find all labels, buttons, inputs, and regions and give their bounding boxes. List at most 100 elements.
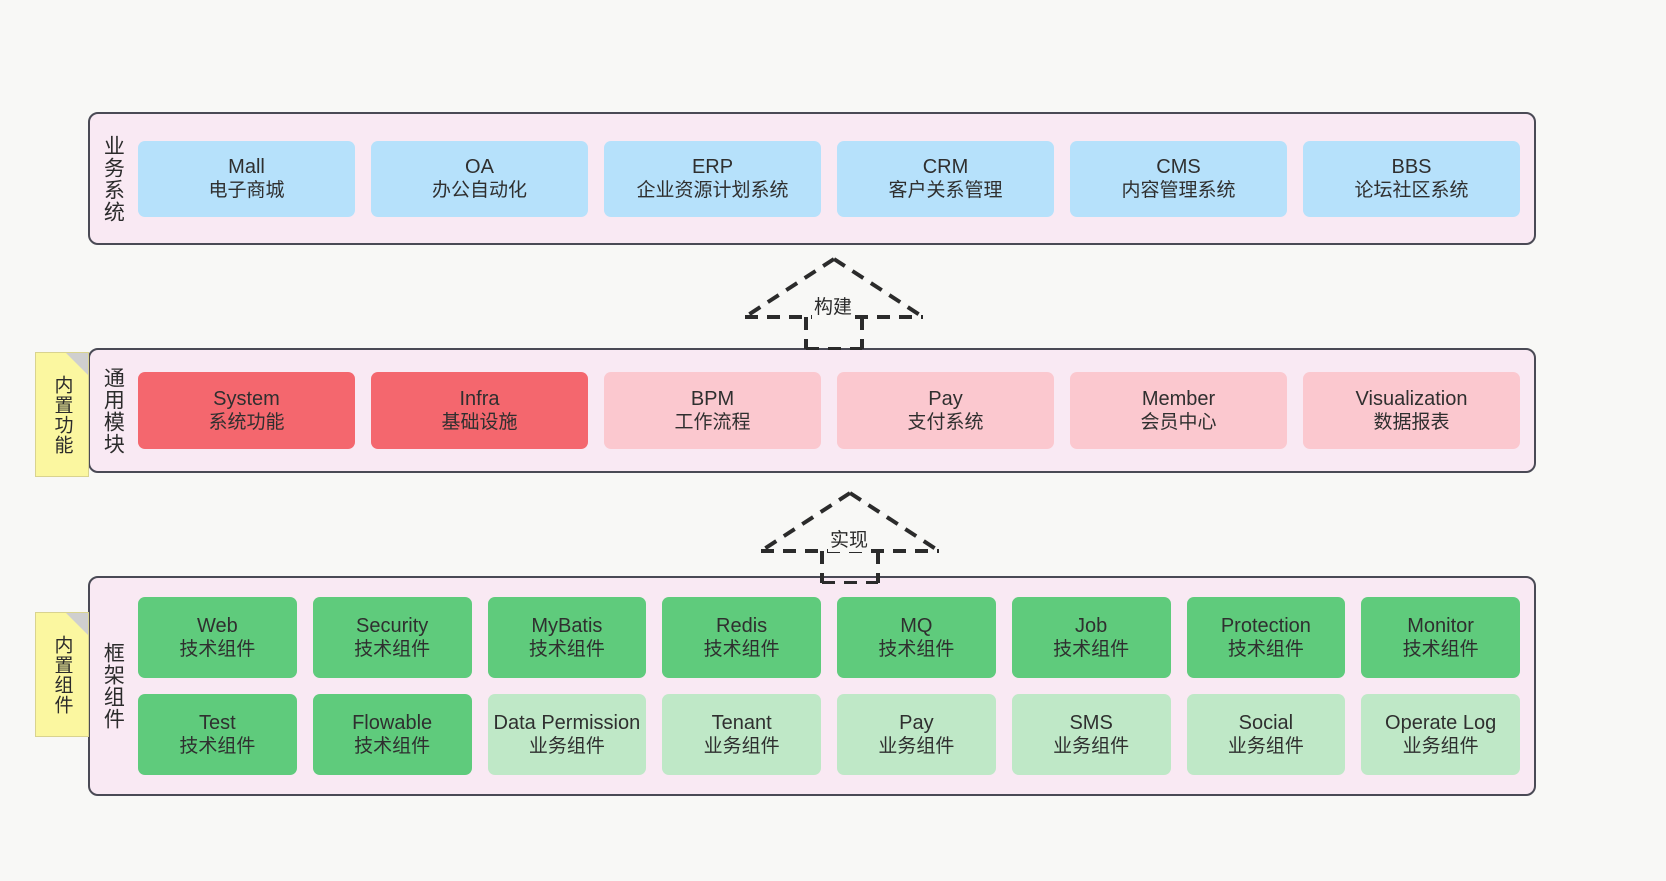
layer-title-common: 通用模块: [101, 366, 125, 455]
node-row: Mall 电子商城 OA 办公自动化 ERP 企业资源计划系统 CRM 客户关系…: [138, 140, 1520, 217]
node-title-cn: 数据报表: [1373, 412, 1450, 434]
node-title-cn: 技术组件: [528, 639, 605, 661]
layer-body-business: Mall 电子商城 OA 办公自动化 ERP 企业资源计划系统 CRM 客户关系…: [134, 114, 1534, 243]
node-title-cn: 技术组件: [179, 639, 256, 661]
node-title-cn: 论坛社区系统: [1354, 180, 1469, 202]
node-pay-module[interactable]: Pay 支付系统: [837, 372, 1054, 449]
node-title-cn: 业务组件: [703, 736, 780, 758]
node-title-cn: 技术组件: [354, 639, 431, 661]
node-title-en: Pay: [928, 387, 963, 410]
node-title-en: Data Permission: [493, 711, 641, 734]
node-title-en: Mall: [228, 155, 265, 178]
layer-title-business: 业务系统: [101, 134, 125, 223]
node-title-en: Test: [199, 711, 236, 734]
node-bbs[interactable]: BBS 论坛社区系统: [1303, 140, 1520, 217]
node-title-cn: 技术组件: [354, 736, 431, 758]
node-title-cn: 企业资源计划系统: [636, 180, 789, 202]
node-sms[interactable]: SMS 业务组件: [1011, 694, 1171, 775]
node-monitor[interactable]: Monitor 技术组件: [1361, 597, 1520, 678]
node-title-en: CMS: [1156, 155, 1201, 178]
node-mall[interactable]: Mall 电子商城: [138, 140, 355, 217]
node-system[interactable]: System 系统功能: [138, 372, 355, 449]
node-title-en: Social: [1238, 711, 1294, 734]
node-title-cn: 技术组件: [179, 736, 256, 758]
node-title-en: BPM: [690, 387, 735, 410]
node-pay-component[interactable]: Pay 业务组件: [837, 694, 996, 775]
layer-title-framework: 框架组件: [101, 642, 125, 730]
node-tenant[interactable]: Tenant 业务组件: [662, 694, 821, 775]
node-title-cn: 业务组件: [528, 736, 605, 758]
node-mq[interactable]: MQ 技术组件: [837, 597, 996, 678]
layer-framework-component[interactable]: 框架组件 Web 技术组件 Security 技术组件 MyBatis 技术组件…: [88, 576, 1536, 796]
node-title-cn: 办公自动化: [431, 180, 527, 202]
node-title-cn: 业务组件: [1402, 736, 1479, 758]
node-title-cn: 工作流程: [674, 412, 751, 434]
node-erp[interactable]: ERP 企业资源计划系统: [604, 140, 821, 217]
node-title-en: Web: [196, 614, 238, 637]
node-operate-log[interactable]: Operate Log 业务组件: [1361, 694, 1520, 775]
node-visualization[interactable]: Visualization 数据报表: [1303, 372, 1520, 449]
node-title-en: SMS: [1069, 711, 1113, 734]
node-title-en: BBS: [1391, 155, 1432, 178]
node-title-cn: 支付系统: [907, 412, 984, 434]
node-mybatis[interactable]: MyBatis 技术组件: [487, 597, 647, 678]
node-cms[interactable]: CMS 内容管理系统: [1070, 140, 1287, 217]
node-title-en: Operate Log: [1385, 711, 1497, 734]
node-title-en: Security: [356, 614, 429, 637]
node-title-cn: 客户关系管理: [888, 180, 1003, 202]
node-title-cn: 内容管理系统: [1121, 180, 1236, 202]
node-title-en: Protection: [1220, 614, 1311, 637]
arrow-label-build: 构建: [812, 292, 855, 319]
node-infra[interactable]: Infra 基础设施: [371, 372, 588, 449]
node-title-en: OA: [465, 155, 494, 178]
node-job[interactable]: Job 技术组件: [1011, 597, 1171, 678]
node-title-en: CRM: [922, 155, 969, 178]
node-title-en: Visualization: [1355, 387, 1468, 410]
node-data-permission[interactable]: Data Permission 业务组件: [487, 694, 647, 775]
node-title-cn: 技术组件: [1227, 639, 1304, 661]
node-title-cn: 技术组件: [1053, 639, 1130, 661]
node-row: System 系统功能 Infra 基础设施 BPM 工作流程 Pay 支付系统…: [138, 372, 1520, 449]
node-title-cn: 会员中心: [1140, 412, 1217, 434]
sticky-note-builtin-function[interactable]: 内置功能: [35, 352, 89, 477]
node-security[interactable]: Security 技术组件: [312, 597, 472, 678]
node-title-cn: 电子商城: [208, 180, 285, 202]
node-flowable[interactable]: Flowable 技术组件: [312, 694, 472, 775]
node-title-cn: 技术组件: [878, 639, 955, 661]
sticky-note-builtin-component[interactable]: 内置组件: [35, 612, 89, 737]
node-title-cn: 技术组件: [1402, 639, 1479, 661]
layer-common-module[interactable]: 通用模块 System 系统功能 Infra 基础设施 BPM 工作流程 Pay…: [88, 348, 1536, 473]
node-social[interactable]: Social 业务组件: [1186, 694, 1346, 775]
node-title-en: Tenant: [711, 711, 772, 734]
arrow-label-implement: 实现: [828, 525, 871, 552]
node-redis[interactable]: Redis 技术组件: [662, 597, 821, 678]
node-title-en: MQ: [900, 614, 933, 637]
node-title-cn: 技术组件: [703, 639, 780, 661]
node-test[interactable]: Test 技术组件: [138, 694, 297, 775]
node-web[interactable]: Web 技术组件: [138, 597, 297, 678]
node-member[interactable]: Member 会员中心: [1070, 372, 1287, 449]
node-crm[interactable]: CRM 客户关系管理: [837, 140, 1054, 217]
node-title-en: Member: [1141, 387, 1216, 410]
node-title-en: ERP: [691, 155, 734, 178]
node-title-en: MyBatis: [531, 614, 603, 637]
node-title-en: Flowable: [352, 711, 433, 734]
node-row: Test 技术组件 Flowable 技术组件 Data Permission …: [138, 694, 1520, 775]
layer-business-system[interactable]: 业务系统 Mall 电子商城 OA 办公自动化 ERP 企业资源计划系统 CRM…: [88, 112, 1536, 245]
node-oa[interactable]: OA 办公自动化: [371, 140, 588, 217]
node-bpm[interactable]: BPM 工作流程: [604, 372, 821, 449]
layer-body-common: System 系统功能 Infra 基础设施 BPM 工作流程 Pay 支付系统…: [134, 350, 1534, 471]
node-title-en: Pay: [899, 711, 934, 734]
node-title-en: Redis: [716, 614, 768, 637]
node-title-cn: 业务组件: [878, 736, 955, 758]
node-title-cn: 业务组件: [1227, 736, 1304, 758]
node-title-en: Job: [1075, 614, 1108, 637]
node-protection[interactable]: Protection 技术组件: [1186, 597, 1346, 678]
node-title-cn: 系统功能: [208, 412, 285, 434]
layer-body-framework: Web 技术组件 Security 技术组件 MyBatis 技术组件 Redi…: [134, 578, 1534, 794]
node-row: Web 技术组件 Security 技术组件 MyBatis 技术组件 Redi…: [138, 597, 1520, 678]
node-title-en: Monitor: [1407, 614, 1474, 637]
node-title-en: System: [213, 387, 280, 410]
node-title-cn: 基础设施: [441, 412, 518, 434]
